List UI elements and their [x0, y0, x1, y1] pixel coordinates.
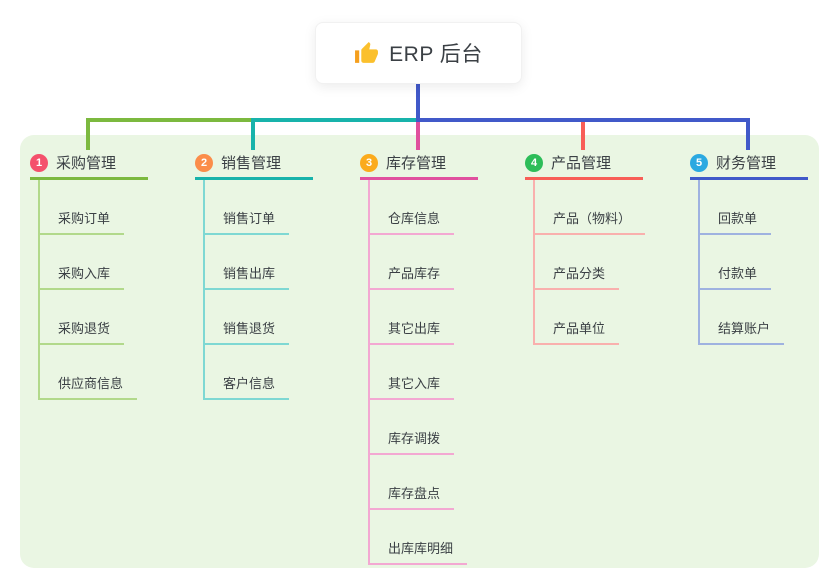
tree-node-label: 产品分类 — [535, 263, 620, 290]
tree-node[interactable]: 结算账户 — [700, 290, 839, 345]
branch-header-finance[interactable]: 5 财务管理 — [690, 148, 808, 180]
branch-label: 库存管理 — [386, 155, 447, 172]
branch-number-badge: 2 — [195, 153, 213, 172]
canvas-panel — [20, 135, 819, 568]
tree-node[interactable]: 产品（物料） — [535, 180, 685, 235]
tree-node[interactable]: 销售出库 — [205, 235, 355, 290]
branch-items: 回款单 付款单 结算账户 — [698, 180, 839, 345]
tree-node-label: 销售订单 — [205, 208, 290, 235]
branch-label: 采购管理 — [56, 155, 117, 172]
tree-node-label: 采购入库 — [40, 263, 125, 290]
branch-column-finance: 5 财务管理 回款单 付款单 结算账户 — [690, 148, 839, 345]
tree-node-label: 供应商信息 — [40, 373, 138, 400]
tree-node[interactable]: 回款单 — [700, 180, 839, 235]
tree-node-label: 采购订单 — [40, 208, 125, 235]
tree-node[interactable]: 采购订单 — [40, 180, 190, 235]
branch-number-badge: 4 — [525, 153, 543, 172]
tree-node-label: 产品库存 — [370, 263, 455, 290]
tree-node[interactable]: 客户信息 — [205, 345, 355, 400]
tree-node[interactable]: 其它出库 — [370, 290, 520, 345]
branch-number-badge: 1 — [30, 153, 48, 172]
tree-node[interactable]: 供应商信息 — [40, 345, 190, 400]
tree-node[interactable]: 销售退货 — [205, 290, 355, 345]
tree-node-label: 库存盘点 — [370, 483, 455, 510]
tree-node-label: 其它出库 — [370, 318, 455, 345]
tree-node-label: 库存调拨 — [370, 428, 455, 455]
tree-node-label: 产品单位 — [535, 318, 620, 345]
branch-items: 采购订单 采购入库 采购退货 供应商信息 — [38, 180, 190, 400]
tree-node-label: 其它入库 — [370, 373, 455, 400]
tree-node-label: 销售出库 — [205, 263, 290, 290]
tree-node-label: 采购退货 — [40, 318, 125, 345]
branch-header-sales[interactable]: 2 销售管理 — [195, 148, 313, 180]
tree-node[interactable]: 产品分类 — [535, 235, 685, 290]
thumbs-up-icon — [354, 41, 379, 66]
branch-number-badge: 3 — [360, 153, 378, 172]
branch-label: 销售管理 — [221, 155, 282, 172]
tree-node-label: 仓库信息 — [370, 208, 455, 235]
tree-node-label: 客户信息 — [205, 373, 290, 400]
tree-node-label: 出库库明细 — [370, 538, 468, 565]
branch-label: 产品管理 — [551, 155, 612, 172]
tree-node[interactable]: 出库库明细 — [370, 510, 520, 565]
branch-column-purchase: 1 采购管理 采购订单 采购入库 采购退货 供应商信息 — [30, 148, 190, 400]
tree-node[interactable]: 库存盘点 — [370, 455, 520, 510]
branch-header-inventory[interactable]: 3 库存管理 — [360, 148, 478, 180]
tree-node[interactable]: 库存调拨 — [370, 400, 520, 455]
branch-column-product: 4 产品管理 产品（物料） 产品分类 产品单位 — [525, 148, 685, 345]
tree-node[interactable]: 采购退货 — [40, 290, 190, 345]
tree-node[interactable]: 付款单 — [700, 235, 839, 290]
tree-node-label: 回款单 — [700, 208, 772, 235]
tree-node-label: 结算账户 — [700, 318, 785, 345]
branch-header-purchase[interactable]: 1 采购管理 — [30, 148, 148, 180]
root-node-label: ERP 后台 — [389, 43, 483, 66]
tree-node[interactable]: 仓库信息 — [370, 180, 520, 235]
branch-header-product[interactable]: 4 产品管理 — [525, 148, 643, 180]
tree-node-label: 销售退货 — [205, 318, 290, 345]
branch-number-badge: 5 — [690, 153, 708, 172]
tree-node[interactable]: 产品库存 — [370, 235, 520, 290]
tree-node-label: 产品（物料） — [535, 208, 646, 235]
tree-node[interactable]: 销售订单 — [205, 180, 355, 235]
branch-items: 产品（物料） 产品分类 产品单位 — [533, 180, 685, 345]
branch-column-sales: 2 销售管理 销售订单 销售出库 销售退货 客户信息 — [195, 148, 355, 400]
tree-node[interactable]: 其它入库 — [370, 345, 520, 400]
branch-items: 仓库信息 产品库存 其它出库 其它入库 库存调拨 库存盘点 出库库明细 — [368, 180, 520, 565]
branch-label: 财务管理 — [716, 155, 777, 172]
root-node[interactable]: ERP 后台 — [315, 22, 522, 84]
branch-column-inventory: 3 库存管理 仓库信息 产品库存 其它出库 其它入库 库存调拨 库存盘点 出库库… — [360, 148, 520, 565]
tree-node[interactable]: 产品单位 — [535, 290, 685, 345]
tree-node[interactable]: 采购入库 — [40, 235, 190, 290]
branch-items: 销售订单 销售出库 销售退货 客户信息 — [203, 180, 355, 400]
tree-node-label: 付款单 — [700, 263, 772, 290]
